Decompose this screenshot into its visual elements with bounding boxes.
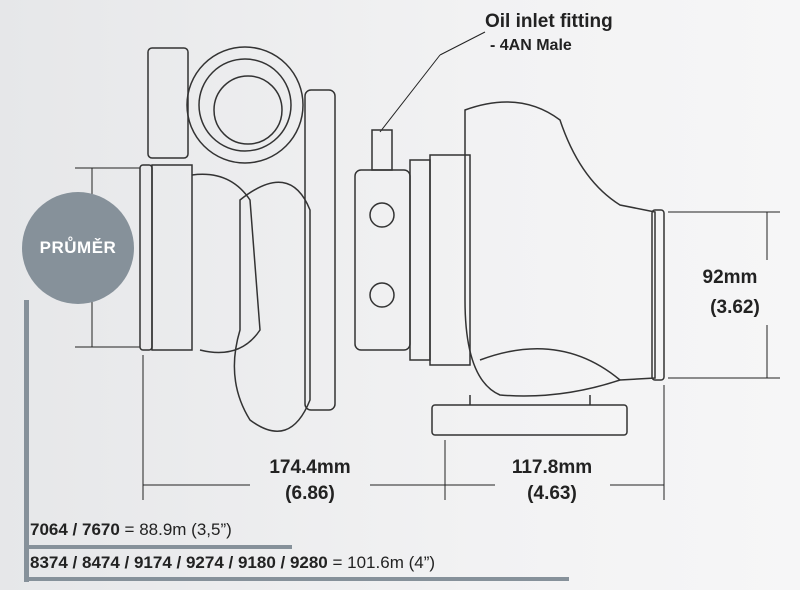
legend-row: 8374 / 8474 / 9174 / 9274 / 9180 / 9280 … [30,553,435,573]
oil-inlet-callout-subtitle: - 4AN Male [490,37,572,54]
legend-bracket [24,300,29,582]
outlet-dimension-in: (3.62) [710,297,760,318]
outlet-dimension-mm: 92mm [702,267,758,288]
turbine-housing [431,101,665,436]
length-left-mm: 174.4mm [269,457,351,478]
length-left-in: (6.86) [285,483,335,504]
diameter-badge: PRŮMĚR [22,192,134,304]
center-housing [354,129,471,366]
legend-value: = 88.9m (3,5”) [124,520,232,539]
legend-underline [24,545,292,549]
oil-inlet-callout-title: Oil inlet fitting [485,11,613,32]
legend-underline [24,577,569,581]
legend-models: 8374 / 8474 / 9174 / 9274 / 9180 / 9280 [30,553,328,572]
legend-value: = 101.6m (4”) [332,553,436,572]
length-right-in: (4.63) [527,483,577,504]
compressor-housing [139,46,336,432]
legend-models: 7064 / 7670 [30,520,120,539]
legend-row: 7064 / 7670 = 88.9m (3,5”) [30,520,232,540]
length-right-mm: 117.8mm [511,457,593,478]
